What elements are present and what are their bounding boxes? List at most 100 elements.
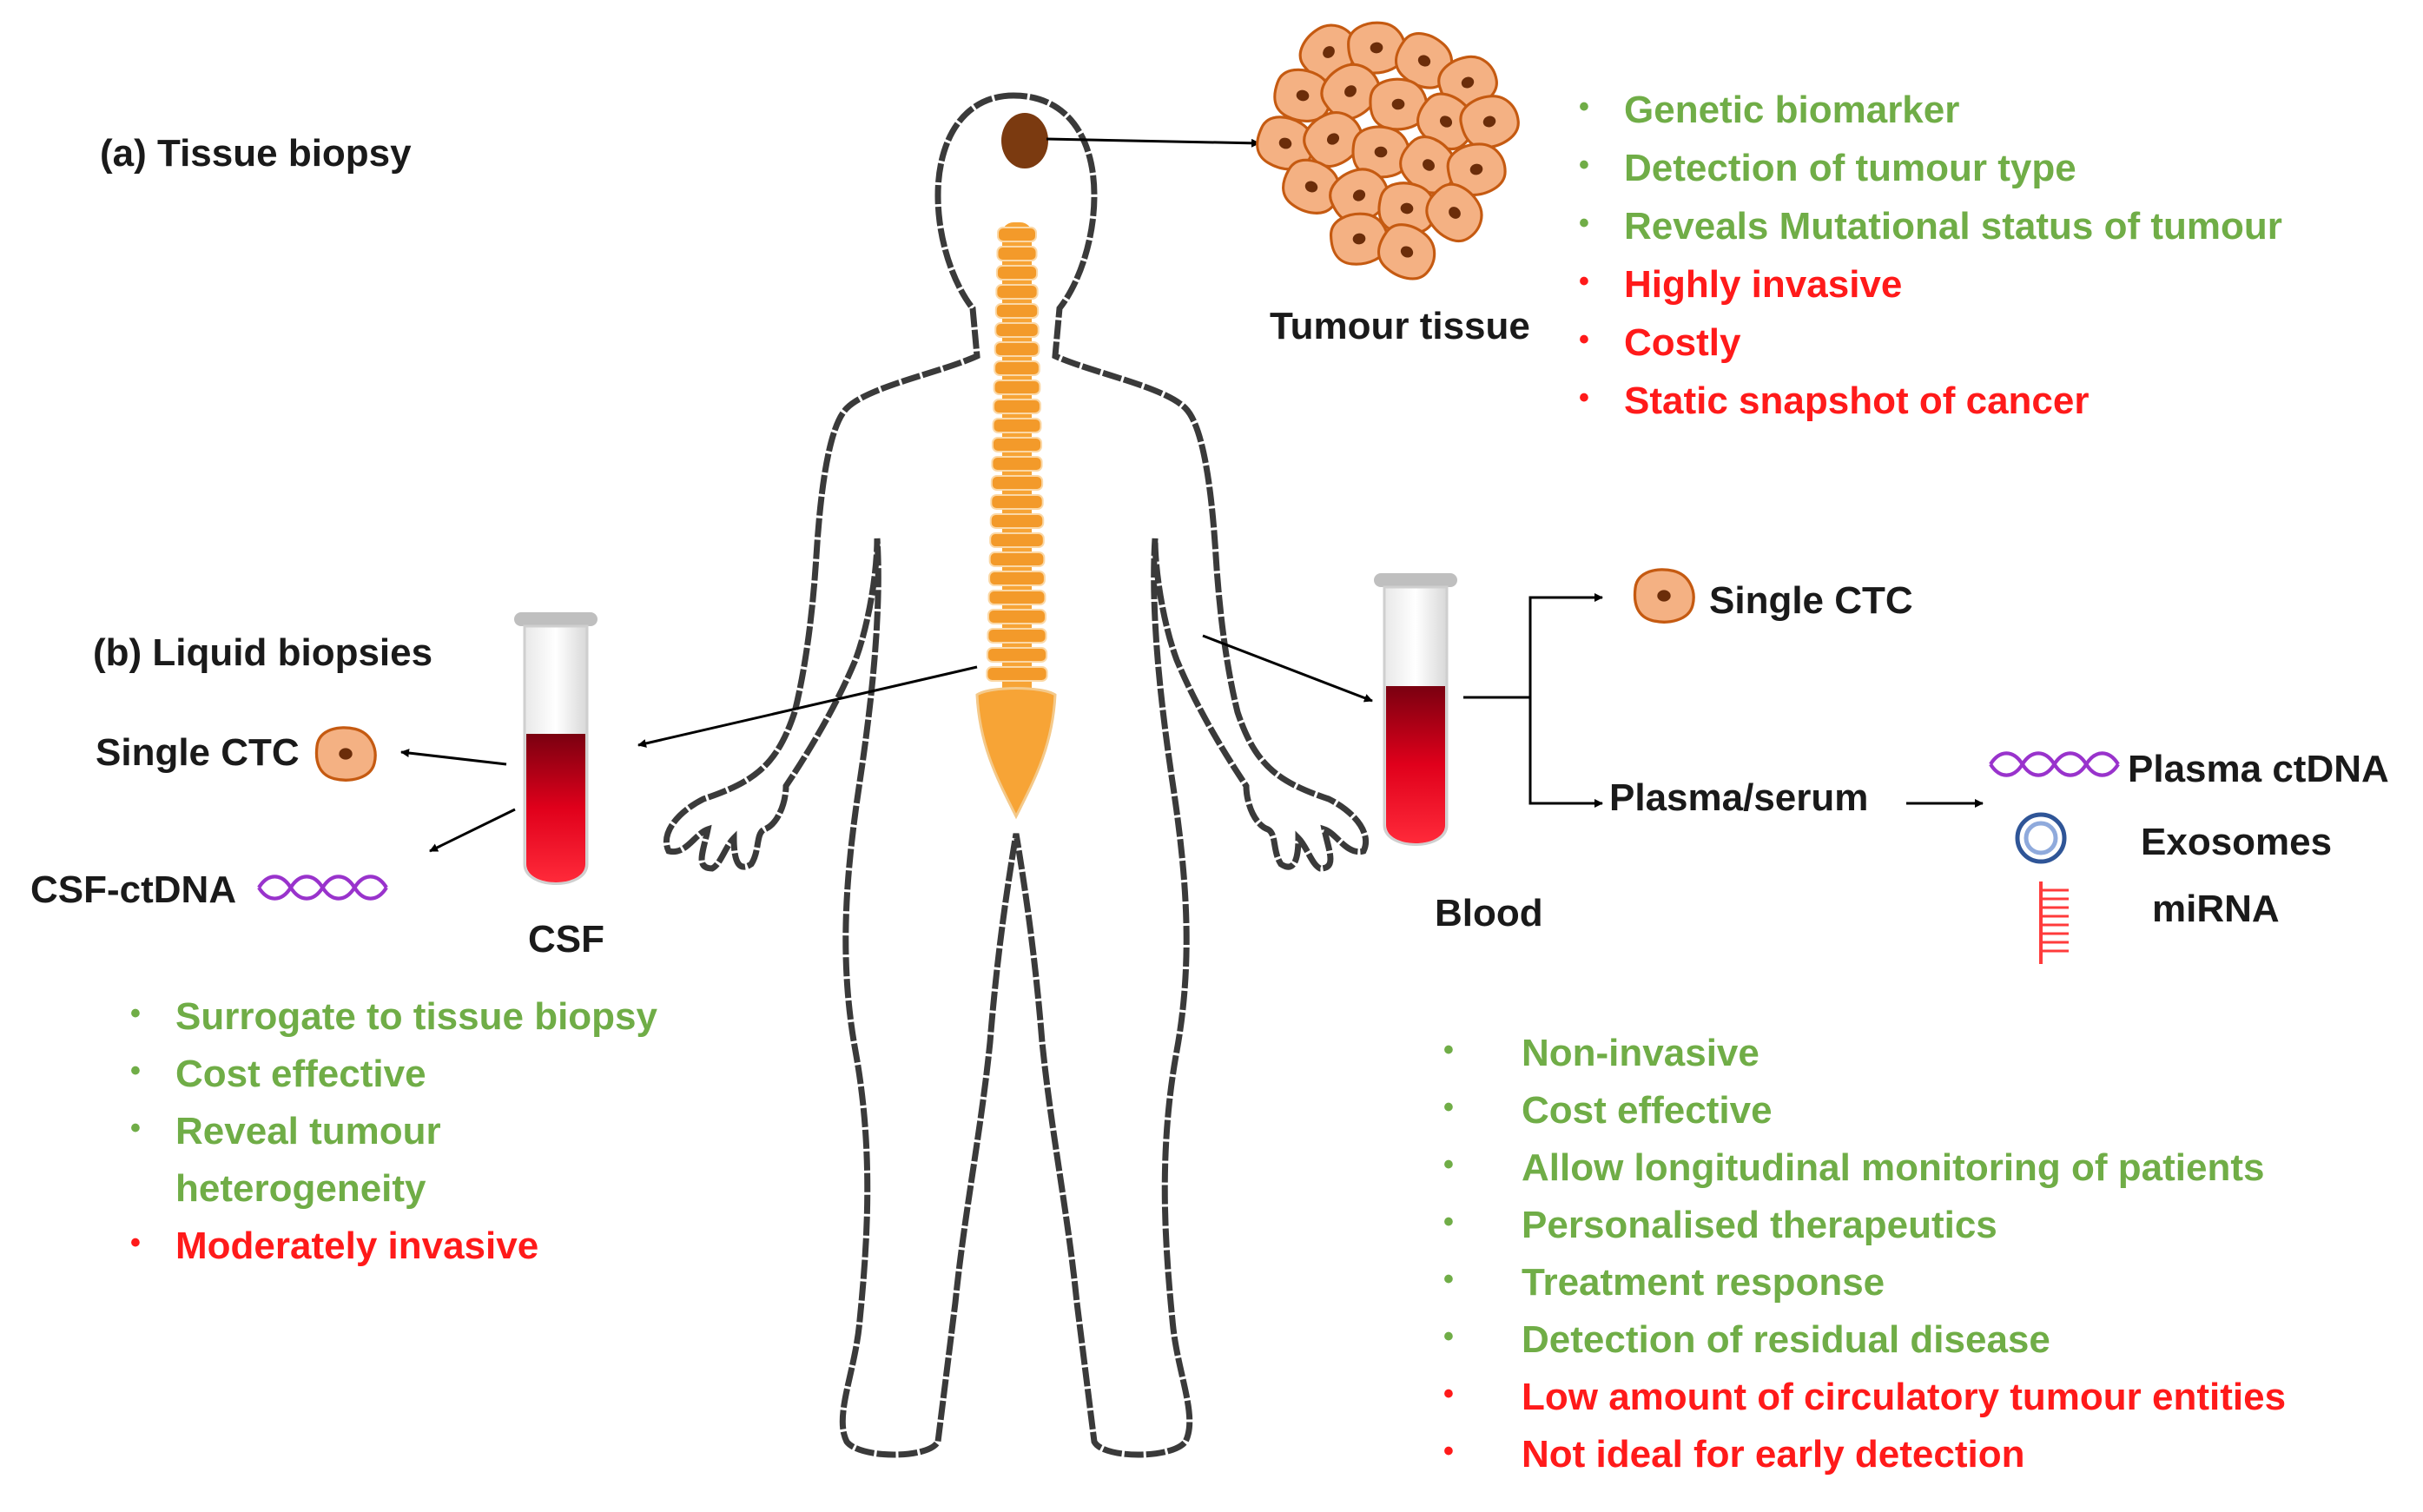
vertebra bbox=[990, 475, 1044, 491]
vertebra bbox=[988, 571, 1046, 586]
bullet-item: • Low amount of circulatory tumour entiti… bbox=[1443, 1376, 2286, 1433]
bullet-item: • Detection of residual disease bbox=[1443, 1318, 2286, 1376]
vertebra bbox=[986, 647, 1048, 663]
arrow-blood-ctc bbox=[1528, 593, 1603, 697]
bullet-item: •Static snapshot of cancer bbox=[1579, 380, 2282, 438]
tumour-tissue-label: Tumour tissue bbox=[1270, 305, 1530, 347]
vertebra bbox=[990, 494, 1044, 510]
bullet-dot: • bbox=[130, 1226, 141, 1259]
vertebra bbox=[991, 456, 1043, 472]
bullet-text: Treatment response bbox=[1522, 1261, 1885, 1304]
bullet-item: •Not ideal for early detection bbox=[1443, 1433, 2286, 1490]
arrow-csf-ctc bbox=[400, 749, 507, 766]
blood-single-ctc-label: Single CTC bbox=[1709, 579, 1913, 622]
csf-label: CSF bbox=[528, 918, 604, 961]
test-tube-icon bbox=[1374, 573, 1457, 846]
tissue-biopsy-points: •Genetic biomarker•Detection of tumour t… bbox=[1579, 89, 2282, 438]
bullet-text: Genetic biomarker bbox=[1624, 89, 1960, 131]
bullet-text: Non-invasive bbox=[1522, 1032, 1759, 1074]
bullet-text: Costly bbox=[1624, 321, 1741, 364]
vertebra bbox=[989, 513, 1045, 529]
arrow-body-to-blood bbox=[1202, 634, 1373, 703]
cell-icon bbox=[314, 726, 377, 782]
bullet-item: • Treatment response bbox=[1443, 1261, 2286, 1318]
blood-biopsy-points: • Non-invasive • Cost effective • Allow longi… bbox=[1443, 1032, 2286, 1490]
bullet-text: heterogeneity bbox=[175, 1167, 426, 1210]
vertebra bbox=[993, 399, 1041, 414]
vertebra bbox=[994, 360, 1040, 376]
bullet-text: Not ideal for early detection bbox=[1522, 1433, 2025, 1476]
cell-icon bbox=[1633, 568, 1695, 624]
bullet-item: heterogeneity bbox=[130, 1167, 657, 1225]
dna-helix-icon bbox=[259, 876, 386, 898]
human-silhouette-icon bbox=[663, 92, 1370, 1458]
bullet-dot: • bbox=[1443, 1320, 1454, 1353]
bullet-dot: • bbox=[130, 1112, 141, 1145]
arrow-csf-ctdna bbox=[429, 808, 516, 853]
vertebra bbox=[991, 437, 1043, 452]
bullet-text: Detection of residual disease bbox=[1522, 1318, 2050, 1361]
bullet-item: • Surrogate to tissue biopsy bbox=[130, 995, 657, 1053]
bullet-dot: • bbox=[130, 997, 141, 1030]
bullet-dot: • bbox=[1579, 265, 1589, 298]
bullet-item: • Personalised therapeutics bbox=[1443, 1204, 2286, 1261]
bullet-text: Cost effective bbox=[1522, 1089, 1773, 1132]
bullet-dot: • bbox=[1443, 1033, 1454, 1066]
vertebra bbox=[997, 227, 1037, 242]
bullet-item: •Highly invasive bbox=[1579, 263, 2282, 321]
bullet-dot: • bbox=[1443, 1263, 1454, 1296]
bullet-dot: • bbox=[1443, 1148, 1454, 1181]
vertebra bbox=[992, 418, 1042, 433]
vertebra bbox=[993, 380, 1041, 395]
bullet-item: • Detection of tumour type bbox=[1579, 147, 2282, 205]
test-tube-icon bbox=[514, 612, 597, 885]
bullet-text: Allow longitudinal monitoring of patient… bbox=[1522, 1146, 2265, 1189]
exosome-icon bbox=[2015, 812, 2067, 864]
bullet-item: •Cost effective bbox=[130, 1053, 657, 1110]
brain-tumour-icon bbox=[1001, 113, 1048, 168]
liquid-biopsies-heading: (b) Liquid biopsies bbox=[93, 631, 433, 674]
csf-single-ctc-label: Single CTC bbox=[96, 731, 300, 774]
bullet-text: Personalised therapeutics bbox=[1522, 1204, 1997, 1246]
bullet-item: •Genetic biomarker bbox=[1579, 89, 2282, 147]
bullet-item: • Non-invasive bbox=[1443, 1032, 2286, 1089]
bullet-item: • Reveal tumour bbox=[130, 1110, 657, 1167]
mirna-label: miRNA bbox=[2152, 888, 2280, 930]
tissue-biopsy-heading: (a) Tissue biopsy bbox=[100, 132, 412, 175]
bullet-item: • Moderately invasive bbox=[130, 1225, 657, 1282]
vertebra bbox=[987, 590, 1046, 605]
bullet-dot: • bbox=[1443, 1377, 1454, 1410]
bullet-item: •Reveals Mutational status of tumour bbox=[1579, 205, 2282, 263]
plasma-ctdna-label: Plasma ctDNA bbox=[2128, 748, 2389, 790]
dna-helix-icon bbox=[1991, 753, 2118, 775]
mirna-icon bbox=[2039, 881, 2069, 964]
bullet-text: Detection of tumour type bbox=[1624, 147, 2076, 189]
vertebra bbox=[994, 322, 1040, 338]
bullet-text: Reveal tumour bbox=[175, 1110, 441, 1152]
bullet-text: Surrogate to tissue biopsy bbox=[175, 995, 657, 1038]
bullet-dot: • bbox=[1579, 381, 1589, 414]
bullet-dot: • bbox=[1443, 1205, 1454, 1238]
csf-ctdna-label: CSF-ctDNA bbox=[30, 868, 237, 911]
vertebra bbox=[986, 666, 1048, 682]
bullet-text: Low amount of circulatory tumour entitie… bbox=[1522, 1376, 2287, 1418]
spine-icon bbox=[975, 221, 1057, 820]
bullet-text: Moderately invasive bbox=[175, 1225, 539, 1267]
vertebra bbox=[987, 628, 1047, 644]
vertebra bbox=[994, 303, 1040, 319]
arrow-blood-plasma bbox=[1528, 697, 1603, 808]
vertebra bbox=[989, 532, 1045, 548]
bullet-item: • Cost effective bbox=[1443, 1089, 2286, 1146]
vertebra bbox=[995, 265, 1039, 281]
vertebra bbox=[994, 341, 1040, 357]
bullet-dot: • bbox=[1579, 323, 1589, 356]
csf-biopsy-points: •Surrogate to tissue biopsy•Cost effecti… bbox=[130, 995, 657, 1282]
bullet-item: • Allow longitudinal monitoring of patien… bbox=[1443, 1146, 2286, 1204]
bullet-dot: • bbox=[1579, 149, 1589, 182]
bullet-text: Cost effective bbox=[175, 1053, 426, 1095]
vertebra bbox=[995, 284, 1039, 300]
bullet-item: • Costly bbox=[1579, 321, 2282, 380]
bullet-dot: • bbox=[1443, 1091, 1454, 1124]
vertebra bbox=[987, 609, 1046, 624]
arrow-spine-to-csf bbox=[637, 665, 978, 748]
